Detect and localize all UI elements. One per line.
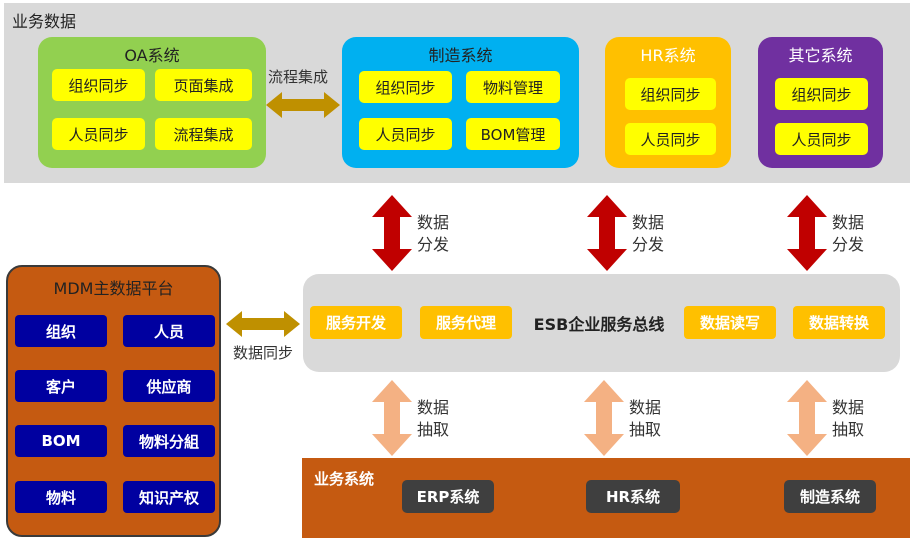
extract-arrow-3 [787, 380, 827, 456]
hr-item-org-sync: 组织同步 [625, 78, 716, 110]
distribute-label-3: 数据 分发 [832, 213, 865, 254]
mdm-item-ip: 知识产权 [123, 481, 215, 513]
mdm-item-supplier: 供应商 [123, 370, 215, 402]
esb-title: ESB企业服务总线 [533, 315, 665, 334]
mdm-item-people: 人员 [123, 315, 215, 347]
esb-item-service-proxy: 服务代理 [420, 306, 512, 339]
biz-item-manufacturing: 制造系统 [784, 480, 876, 513]
mfg-item-bom-mgmt: BOM管理 [466, 118, 560, 150]
extract-arrow-2 [584, 380, 624, 456]
oa-system-panel: OA系统 组织同步 页面集成 人员同步 流程集成 [38, 37, 266, 168]
business-systems-label: 业务系统 [314, 470, 375, 488]
mfg-item-material-mgmt: 物料管理 [466, 71, 560, 103]
mdm-item-material: 物料 [15, 481, 107, 513]
other-item-people-sync: 人员同步 [775, 123, 868, 155]
other-system-panel: 其它系统 组织同步 人员同步 [758, 37, 883, 168]
business-systems-band: 业务系统 ERP系统 HR系统 制造系统 [302, 458, 910, 538]
hr-system-title: HR系统 [640, 46, 696, 65]
other-system-title: 其它系统 [788, 46, 853, 65]
data-sync-label: 数据同步 [233, 344, 294, 362]
oa-item-org-sync: 组织同步 [52, 69, 145, 101]
oa-item-process-integration: 流程集成 [155, 118, 252, 150]
flow-integration-label: 流程集成 [268, 68, 329, 86]
mdm-platform-title: MDM主数据平台 [53, 279, 174, 298]
extract-label-1: 数据 抽取 [417, 398, 450, 439]
distribute-label-1: 数据 分发 [417, 213, 450, 254]
distribute-arrow-2 [587, 195, 627, 271]
extract-arrow-1 [372, 380, 412, 456]
other-item-org-sync: 组织同步 [775, 78, 868, 110]
mfg-item-org-sync: 组织同步 [359, 71, 452, 103]
oa-item-page-integration: 页面集成 [155, 69, 252, 101]
oa-item-people-sync: 人员同步 [52, 118, 145, 150]
mdm-item-material-group: 物料分組 [123, 425, 215, 457]
biz-item-erp: ERP系统 [402, 480, 494, 513]
mdm-item-bom: BOM [15, 425, 107, 457]
esb-item-service-dev: 服务开发 [310, 306, 402, 339]
distribute-arrow-1 [372, 195, 412, 271]
manufacturing-system-panel: 制造系统 组织同步 物料管理 人员同步 BOM管理 [342, 37, 579, 168]
esb-item-data-rw: 数据读写 [684, 306, 776, 339]
extract-label-3: 数据 抽取 [832, 398, 865, 439]
esb-bus-panel: 服务开发 服务代理 ESB企业服务总线 数据读写 数据转换 [303, 274, 900, 372]
extract-label-2: 数据 抽取 [629, 398, 662, 439]
manufacturing-system-title: 制造系统 [428, 46, 493, 65]
mfg-item-people-sync: 人员同步 [359, 118, 452, 150]
biz-item-hr: HR系统 [586, 480, 680, 513]
oa-system-title: OA系统 [124, 46, 180, 65]
mdm-platform-panel: MDM主数据平台 组织 人员 客户 供应商 BOM 物料分組 物料 知识产权 [6, 265, 221, 537]
hr-system-panel: HR系统 组织同步 人员同步 [605, 37, 731, 168]
mdm-item-customer: 客户 [15, 370, 107, 402]
mdm-item-org: 组织 [15, 315, 107, 347]
data-sync-arrow [226, 311, 300, 337]
distribute-arrow-3 [787, 195, 827, 271]
distribute-label-2: 数据 分发 [632, 213, 665, 254]
hr-item-people-sync: 人员同步 [625, 123, 716, 155]
esb-item-data-convert: 数据转换 [793, 306, 885, 339]
business-data-label: 业务数据 [12, 12, 77, 31]
flow-integration-arrow [266, 92, 340, 118]
